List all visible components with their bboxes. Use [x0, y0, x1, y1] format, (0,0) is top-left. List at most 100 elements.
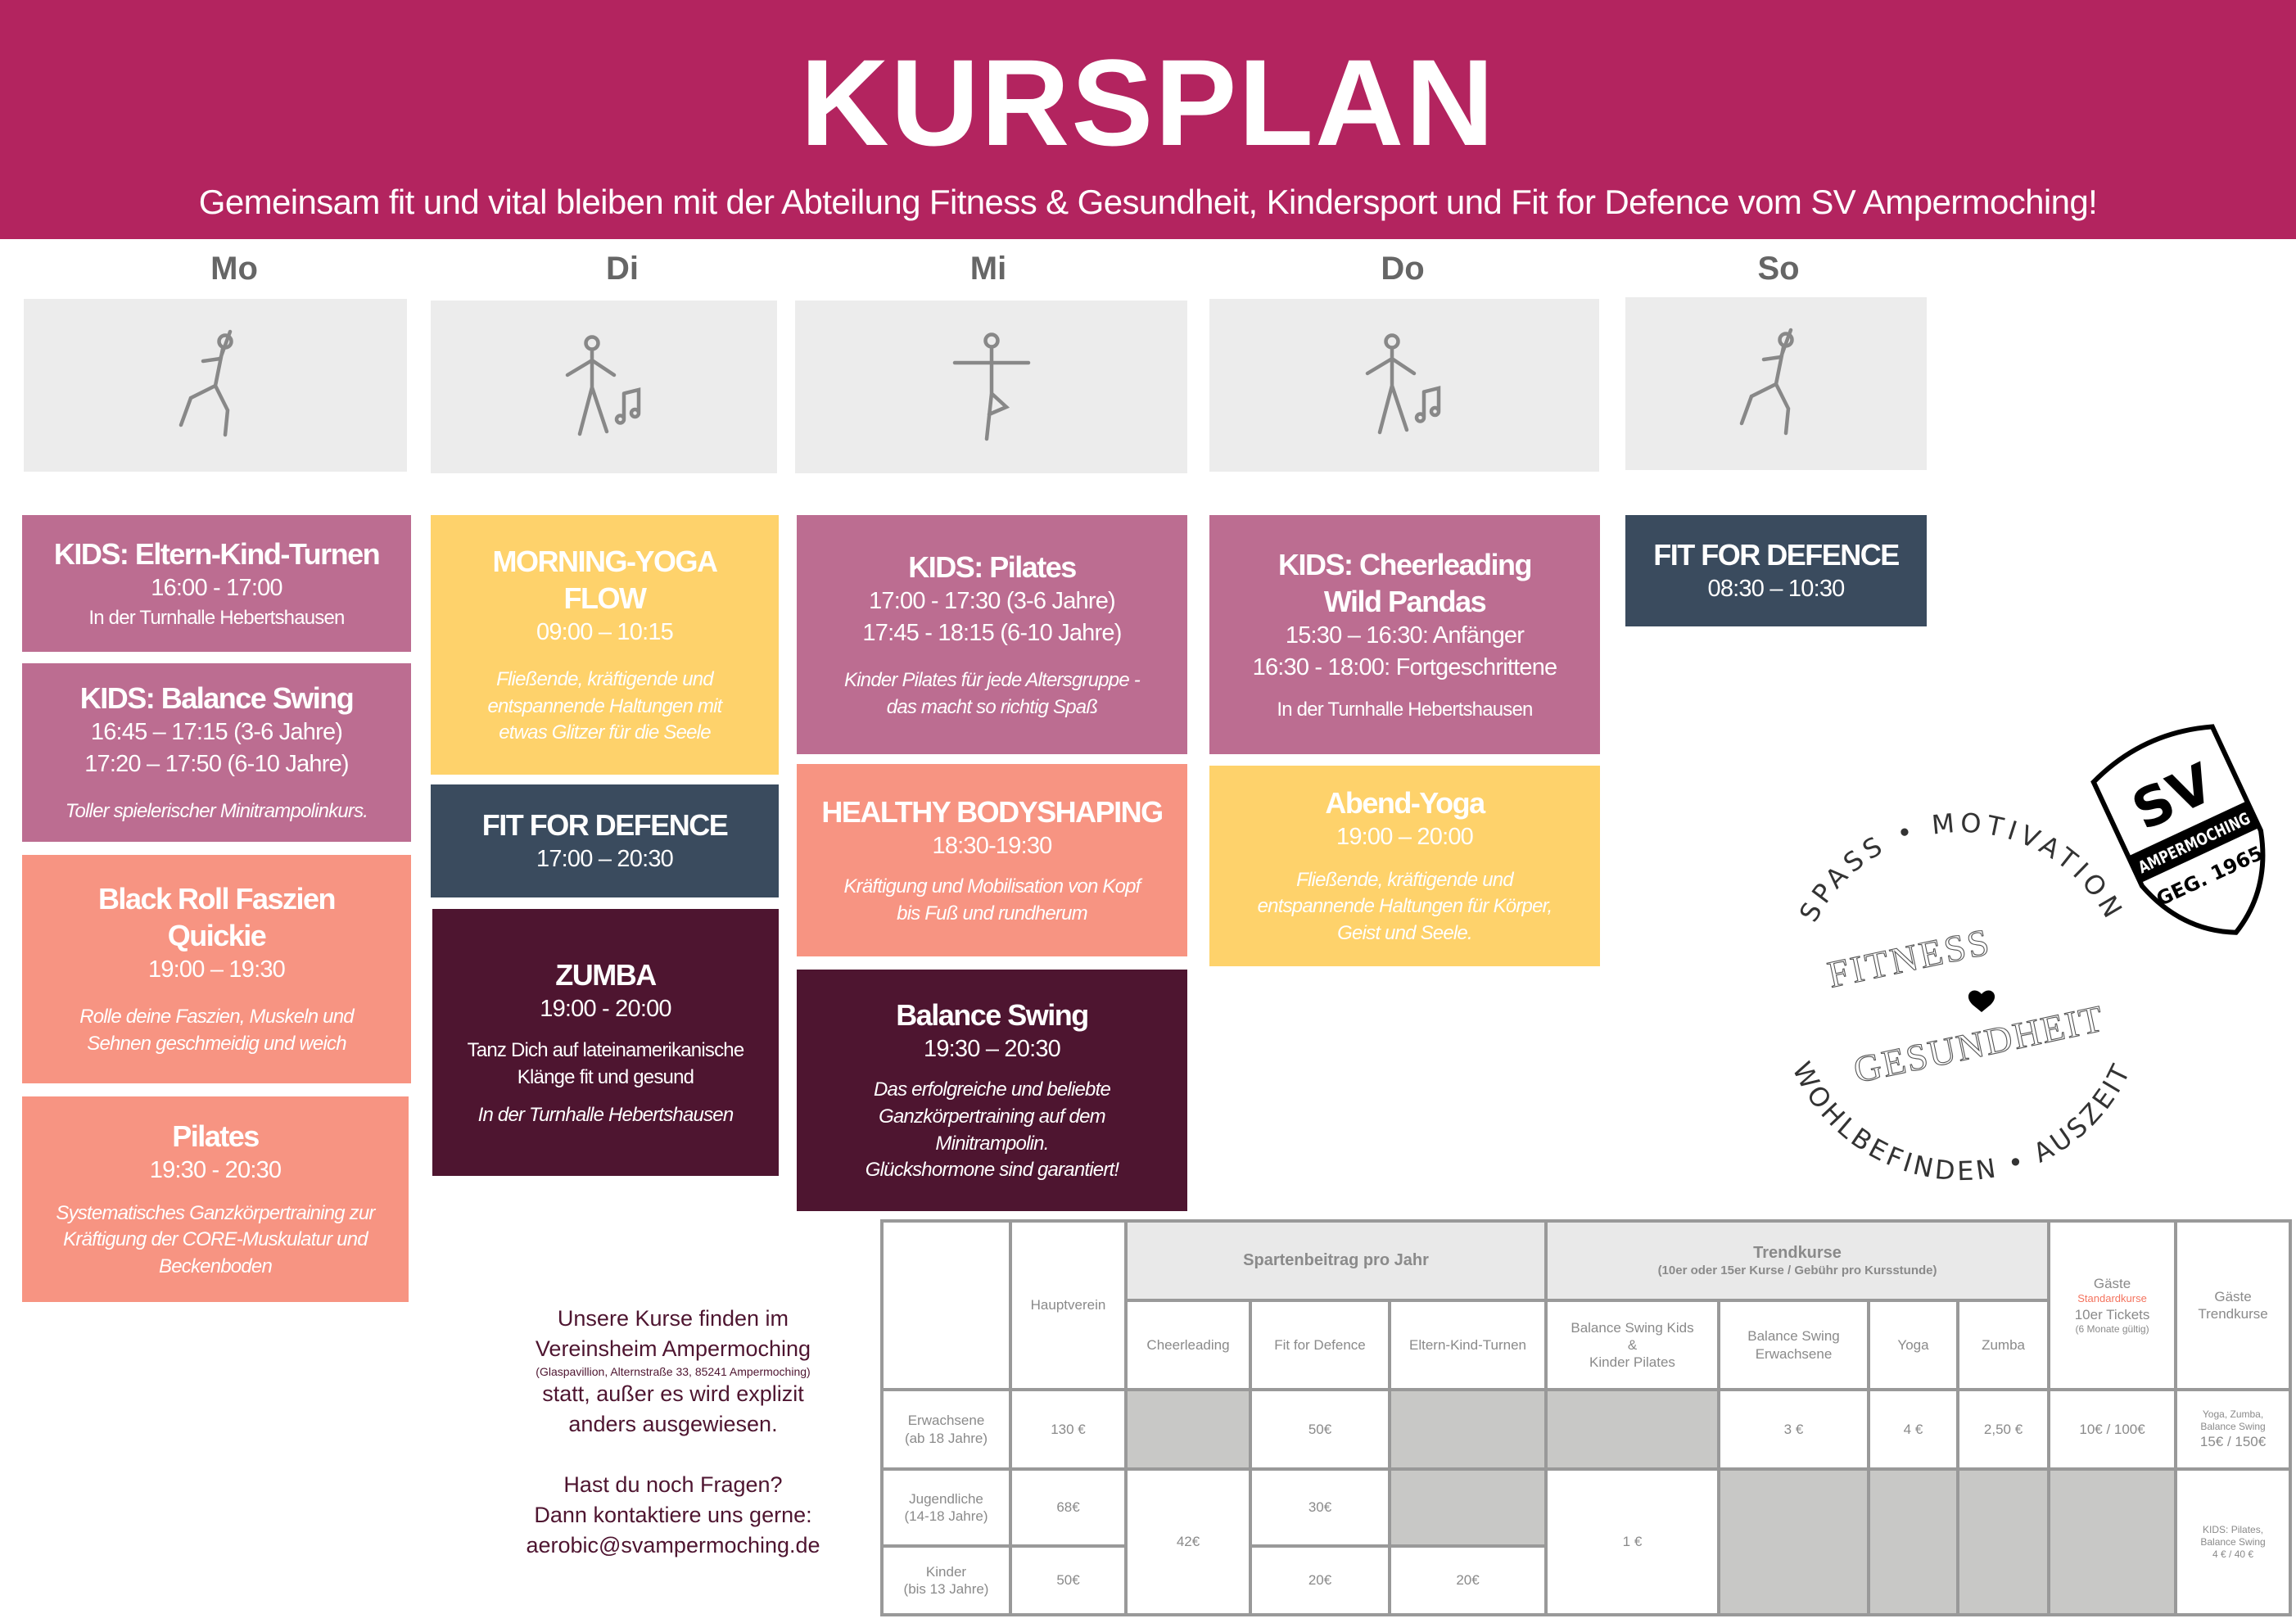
- course-card-fit-for-defence: FIT FOR DEFENCE 17:00 – 20:30: [431, 784, 779, 897]
- label: Balance Swing: [2200, 1535, 2266, 1548]
- label: Jugendliche: [909, 1490, 983, 1507]
- price-cell: 1 €: [1544, 1467, 1720, 1616]
- label: Erwachsene: [907, 1413, 985, 1429]
- label: (14-18 Jahre): [904, 1508, 988, 1524]
- trendkurse-subtitle: (10er oder 15er Kurse / Gebühr pro Kurss…: [1657, 1263, 1937, 1277]
- label: (bis 13 Jahre): [903, 1581, 989, 1597]
- header-hauptverein: Hauptverein: [1009, 1219, 1128, 1391]
- question-text: Hast du noch Fragen?: [563, 1472, 783, 1498]
- course-location: In der Turnhalle Hebertshausen: [88, 607, 345, 630]
- venue-address: (Glaspavillion, Alternstraße 33, 85241 A…: [536, 1364, 811, 1378]
- course-time: 17:00 - 17:30 (3-6 Jahre): [869, 587, 1116, 614]
- price-cell: 20€: [1249, 1544, 1391, 1616]
- svg-text:WOHLBEFINDEN • AUSZEIT: WOHLBEFINDEN • AUSZEIT: [1786, 1057, 2137, 1187]
- row-label: Jugendliche(14-18 Jahre): [880, 1467, 1012, 1548]
- label: Erwachsene: [1755, 1345, 1833, 1362]
- contact-info: Unsere Kurse finden im Vereinsheim Amper…: [501, 1304, 845, 1561]
- course-description: Beckenboden: [159, 1255, 273, 1277]
- label: 10er Tickets: [2074, 1306, 2150, 1322]
- course-card-pilates: Pilates 19:30 - 20:30 Systematisches Gan…: [22, 1096, 409, 1302]
- venue-text: anders ausgewiesen.: [568, 1412, 778, 1437]
- course-location: In der Turnhalle Hebertshausen: [1277, 698, 1533, 721]
- day-label-mo: Mo: [210, 251, 258, 287]
- label: Gäste: [2093, 1276, 2131, 1292]
- empty-cell: [2047, 1467, 2178, 1616]
- label: Balance Swing: [1747, 1328, 1840, 1345]
- course-description: Kräftigung der CORE-Muskulatur und: [63, 1228, 368, 1251]
- course-time: 16:00 - 17:00: [151, 574, 282, 601]
- course-time: 08:30 – 10:30: [1707, 575, 1846, 602]
- contact-email-link[interactable]: aerobic@svampermoching.de: [526, 1533, 820, 1558]
- label: 15€ / 150€: [2199, 1433, 2267, 1449]
- label: Trendkurse: [2198, 1306, 2268, 1322]
- price-cell: 3 €: [1717, 1388, 1870, 1471]
- course-description: entspannende Haltungen mit: [487, 694, 722, 717]
- header-trendkurse: Trendkurse(10er oder 15er Kurse / Gebühr…: [1543, 1219, 2051, 1302]
- dance-music-icon: [431, 301, 777, 473]
- course-description: Fließende, kräftigende und: [496, 668, 714, 691]
- price-cell: 10€ / 100€: [2047, 1388, 2178, 1471]
- course-description: Minitrampolin.: [935, 1132, 1049, 1155]
- header-spartenbeitrag: Spartenbeitrag pro Jahr: [1124, 1219, 1548, 1302]
- price-cell: 20€: [1388, 1544, 1548, 1616]
- course-title: HEALTHY BODYSHAPING: [821, 794, 1164, 829]
- course-title: KIDS: Balance Swing: [79, 681, 355, 716]
- course-description: Fließende, kräftigende und: [1296, 868, 1514, 891]
- course-description: bis Fuß und rundherum: [897, 902, 1087, 925]
- empty-cell: [1867, 1467, 1959, 1616]
- label: Balance Swing Kids: [1571, 1319, 1694, 1336]
- yoga-pose-icon: [24, 299, 407, 472]
- label: Balance Swing: [2200, 1420, 2266, 1432]
- price-cell: 2,50 €: [1955, 1388, 2051, 1471]
- course-location: In der Turnhalle Hebertshausen: [477, 1103, 734, 1126]
- col-cheerleading: Cheerleading: [1124, 1299, 1252, 1391]
- course-description: Sehnen geschmeidig und weich: [87, 1033, 346, 1056]
- page-title: KURSPLAN: [800, 34, 1496, 171]
- logo-fitness-word: FITNESS: [1824, 920, 1995, 996]
- course-time: 17:00 – 20:30: [536, 845, 674, 872]
- course-description: Kinder Pilates für jede Altersgruppe -: [844, 669, 1141, 692]
- course-card-zumba: ZUMBA 19:00 - 20:00 Tanz Dich auf latein…: [432, 909, 779, 1176]
- course-card-healthy-bodyshaping: HEALTHY BODYSHAPING 18:30-19:30 Kräftigu…: [797, 764, 1187, 956]
- course-description: etwas Glitzer für die Seele: [499, 721, 711, 744]
- course-time: 19:00 - 20:00: [540, 995, 671, 1022]
- page-subtitle: Gemeinsam fit und vital bleiben mit der …: [198, 183, 2098, 221]
- venue-text: Vereinsheim Ampermoching: [535, 1336, 811, 1361]
- row-label: Erwachsene(ab 18 Jahre): [880, 1388, 1012, 1471]
- table-row-jugendliche: Jugendliche(14-18 Jahre) 68€ 42€ 30€ 1 €…: [880, 1467, 2293, 1616]
- course-title: Abend-Yoga: [1325, 786, 1485, 821]
- col-balance-swing-kids: Balance Swing Kids&Kinder Pilates: [1544, 1299, 1720, 1391]
- course-time: 19:30 – 20:30: [924, 1036, 1061, 1063]
- logo-words-top: SPASS • MOTIVATION: [1793, 807, 2126, 928]
- course-time: 18:30-19:30: [932, 832, 1053, 859]
- price-cell: 50€: [1009, 1544, 1128, 1616]
- empty-cell: [1388, 1467, 1548, 1548]
- course-card-morning-yoga: MORNING-YOGA FLOW 09:00 – 10:15 Fließend…: [431, 515, 779, 775]
- course-info: Klänge fit und gesund: [517, 1065, 694, 1088]
- course-time: 16:30 - 18:00: Fortgeschrittene: [1252, 654, 1558, 681]
- col-zumba: Zumba: [1955, 1299, 2051, 1391]
- course-card-abend-yoga: Abend-Yoga 19:00 – 20:00 Fließende, kräf…: [1209, 766, 1600, 966]
- club-shield-logo: SV AMPERMOCHING GEG. 1965: [2090, 724, 2267, 935]
- col-fit-for-defence: Fit for Defence: [1249, 1299, 1391, 1391]
- label: KIDS: Pilates,: [2203, 1523, 2264, 1535]
- price-cell: 30€: [1249, 1467, 1391, 1548]
- venue-text: statt, außer es wird explizit: [542, 1381, 804, 1407]
- price-cell: 42€: [1124, 1467, 1252, 1616]
- course-time: 16:45 – 17:15 (3-6 Jahre): [90, 719, 343, 746]
- svg-text:SPASS • MOTIVATION: SPASS • MOTIVATION: [1793, 807, 2131, 928]
- course-card-balance-swing: Balance Swing 19:30 – 20:30 Das erfolgre…: [797, 970, 1187, 1211]
- course-time: 17:45 - 18:15 (6-10 Jahre): [862, 619, 1122, 646]
- course-title: Pilates: [172, 1119, 260, 1154]
- course-card-kids-pilates: KIDS: Pilates 17:00 - 17:30 (3-6 Jahre) …: [797, 515, 1187, 754]
- yoga-pose-icon: [1625, 297, 1927, 470]
- fitness-gesundheit-logo: SPASS • MOTIVATION WOHLBEFINDEN • AUSZEI…: [1786, 724, 2267, 1187]
- course-title: FIT FOR DEFENCE: [1653, 537, 1900, 572]
- course-title: ZUMBA: [555, 957, 657, 992]
- course-description: Das erfolgreiche und beliebte: [874, 1078, 1111, 1101]
- price-cell: 130 €: [1009, 1388, 1128, 1471]
